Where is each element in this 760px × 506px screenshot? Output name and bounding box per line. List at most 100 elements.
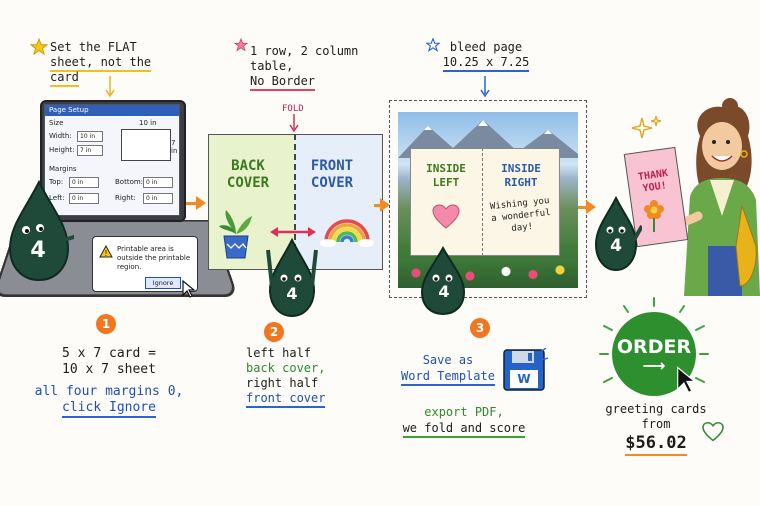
warning-popup: ! Printable area is outside the printabl… bbox=[92, 236, 198, 292]
price-line1: greeting cards bbox=[605, 402, 707, 416]
floppy-disk-icon bbox=[503, 348, 548, 391]
warning-icon: ! bbox=[99, 245, 113, 258]
step2-top-note-line1: 1 row, 2 column table, bbox=[250, 44, 359, 73]
down-arrow-icon bbox=[480, 76, 490, 98]
step3-top-note: bleed page 10.25 x 7.25 bbox=[436, 40, 536, 72]
step1-caption-line1: 5 x 7 card = bbox=[62, 346, 156, 361]
left-margin-label: Left: bbox=[49, 194, 65, 202]
export-line2: we fold and score bbox=[402, 421, 526, 438]
inside-left-page bbox=[410, 148, 484, 256]
flower-icon bbox=[644, 200, 664, 232]
inside-left-label: INSIDE LEFT bbox=[426, 162, 466, 189]
step2-top-note-line2: No Border bbox=[250, 74, 316, 91]
star-icon bbox=[30, 38, 48, 56]
down-arrow-icon bbox=[289, 114, 299, 132]
step-badge-3: 3 bbox=[470, 318, 490, 338]
step2-caption-line2: back cover, bbox=[246, 361, 326, 375]
heart-outline-icon bbox=[702, 422, 724, 442]
mascot-drop-3 bbox=[420, 246, 466, 316]
mascot-number-3: 4 bbox=[438, 282, 450, 301]
step3-top-note-line1: bleed page bbox=[449, 40, 523, 54]
mascot-number-1: 4 bbox=[30, 238, 46, 263]
inside-right-page bbox=[482, 148, 560, 256]
step-badge-1: 1 bbox=[96, 314, 116, 334]
save-line2: Word Template bbox=[401, 369, 495, 386]
mascot-number-2: 4 bbox=[286, 284, 298, 303]
price-caption: greeting cards from $56.02 bbox=[604, 402, 708, 456]
svg-text:!: ! bbox=[104, 249, 107, 258]
floppy-word-letter: W bbox=[517, 372, 531, 386]
step1-caption-line3: all four margins 0, bbox=[34, 384, 184, 399]
star-icon bbox=[234, 38, 248, 52]
top-margin-label: Top: bbox=[49, 178, 64, 186]
warning-text: Printable area is outside the printable … bbox=[117, 245, 191, 271]
plant-icon bbox=[219, 210, 252, 259]
width-field[interactable]: 10 in bbox=[77, 131, 103, 142]
flow-arrow-1 bbox=[186, 202, 200, 205]
arrow-right-icon: ⟶ bbox=[642, 356, 666, 375]
arrow-right-icon bbox=[380, 198, 390, 212]
left-margin-field[interactable]: 0 in bbox=[69, 193, 99, 204]
star-icon bbox=[426, 38, 440, 52]
order-rays bbox=[599, 297, 709, 383]
save-line1: Save as bbox=[422, 353, 474, 367]
down-arrow-icon bbox=[105, 76, 115, 98]
step1-caption: 5 x 7 card = 10 x 7 sheet all four margi… bbox=[34, 346, 184, 418]
price-value: $56.02 bbox=[625, 433, 687, 456]
step3-top-note-line2: 10.25 x 7.25 bbox=[442, 55, 530, 72]
step2-top-note: 1 row, 2 column table, No Border bbox=[250, 44, 390, 91]
step1-caption-line4: click Ignore bbox=[62, 400, 156, 418]
step2-caption: left half back cover, right half front c… bbox=[246, 346, 346, 408]
order-label: ORDER bbox=[616, 336, 692, 358]
step1-top-note-line2: sheet, not the card bbox=[50, 55, 152, 87]
export-caption: export PDF, we fold and score bbox=[396, 404, 532, 438]
mascot-drop-4 bbox=[594, 196, 642, 272]
preview-width-label: 10 in bbox=[139, 119, 157, 127]
fold-label: FOLD bbox=[282, 104, 304, 114]
right-margin-field[interactable]: 0 in bbox=[143, 193, 173, 204]
bleed-page-outline bbox=[389, 100, 587, 298]
mascot-drop-2 bbox=[266, 237, 318, 318]
wish-text: Wishing you a wonderful day! bbox=[489, 195, 552, 235]
step2-caption-line4: front cover bbox=[246, 391, 326, 408]
save-template-caption: Save as Word Template bbox=[396, 352, 500, 386]
woman-illustration bbox=[670, 98, 760, 296]
front-cover-label: FRONT COVER bbox=[310, 158, 354, 191]
height-field[interactable]: 7 in bbox=[77, 145, 103, 156]
cursor-icon bbox=[182, 280, 196, 298]
arrow-right-icon bbox=[196, 196, 206, 210]
front-cover-panel bbox=[294, 134, 383, 270]
ignore-button[interactable]: Ignore bbox=[145, 277, 181, 289]
dialog-title: Page Setup bbox=[45, 105, 179, 116]
height-label: Height: bbox=[49, 146, 75, 154]
mascot-number-4: 4 bbox=[610, 236, 622, 256]
step1-top-note: Set the FLAT sheet, not the card bbox=[50, 40, 180, 87]
right-margin-label: Right: bbox=[115, 194, 136, 202]
sparkle-icon bbox=[632, 116, 662, 139]
size-label: Size bbox=[49, 119, 64, 127]
heart-icon bbox=[432, 204, 460, 229]
page-setup-dialog: Page Setup Size Width: 10 in Height: 7 i… bbox=[44, 104, 180, 216]
step1-top-note-line1: Set the FLAT bbox=[50, 40, 137, 54]
inside-right-label: INSIDE RIGHT bbox=[501, 162, 541, 189]
rainbow-icon bbox=[320, 219, 374, 247]
flow-arrow-3 bbox=[578, 206, 590, 209]
width-label: Width: bbox=[49, 132, 72, 140]
mascot-drop-1 bbox=[8, 179, 74, 282]
export-line1: export PDF, bbox=[424, 405, 504, 419]
price-line2: from bbox=[641, 417, 671, 431]
back-cover-panel bbox=[208, 134, 296, 270]
arrow-right-icon bbox=[586, 200, 596, 214]
step1-caption-line2: 10 x 7 sheet bbox=[62, 362, 156, 377]
page-preview bbox=[121, 129, 171, 161]
bottom-margin-field[interactable]: 0 in bbox=[143, 177, 173, 188]
step2-caption-line1: left half bbox=[246, 346, 312, 360]
flow-arrow-2 bbox=[374, 204, 384, 207]
step2-caption-line3: right half bbox=[246, 376, 319, 390]
top-margin-field[interactable]: 0 in bbox=[69, 177, 99, 188]
bottom-margin-label: Bottom: bbox=[115, 178, 144, 186]
preview-height-label: 7 in bbox=[171, 139, 178, 155]
double-arrow-icon bbox=[270, 227, 316, 237]
margins-label: Margins bbox=[49, 165, 77, 173]
cursor-icon bbox=[677, 366, 697, 394]
